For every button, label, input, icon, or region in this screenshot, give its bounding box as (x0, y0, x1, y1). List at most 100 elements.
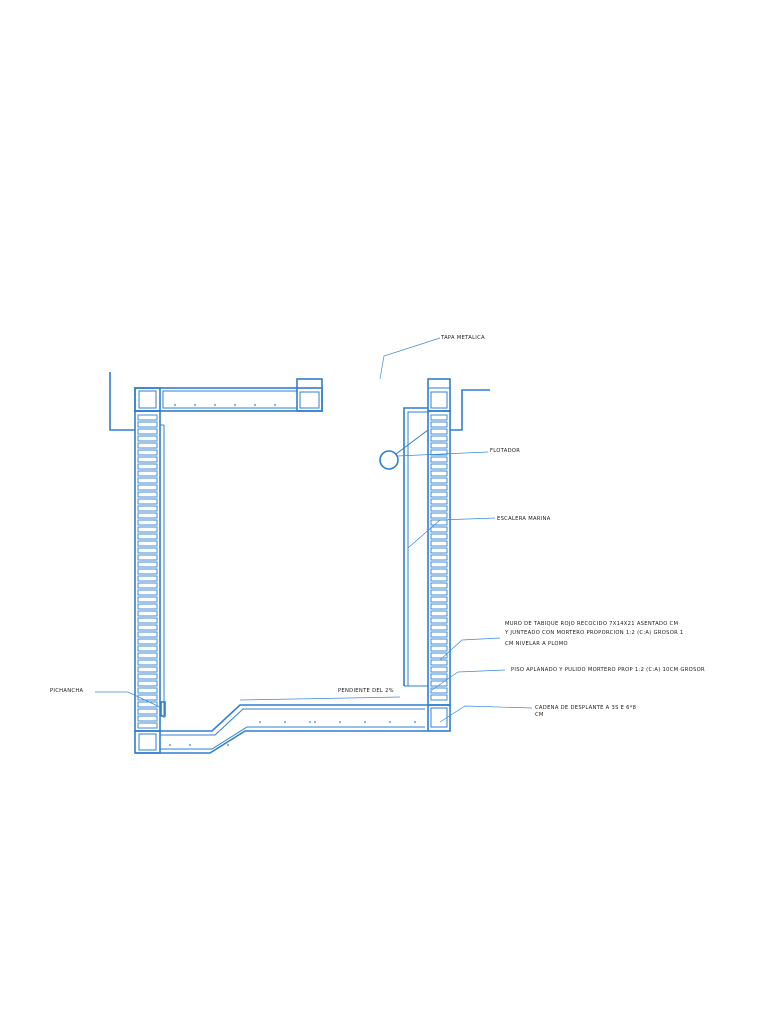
rebar-dot (339, 721, 341, 723)
brick-course (137, 596, 158, 603)
brick-course (430, 659, 448, 666)
brick-course (137, 617, 158, 624)
rebar-dot (284, 721, 286, 723)
brick-course (137, 603, 158, 610)
right-top-corner-column (427, 378, 451, 412)
brick-course (137, 589, 158, 596)
brick-course (137, 526, 158, 533)
brick-course (137, 477, 158, 484)
ground-line-left (109, 372, 135, 431)
brick-course (430, 673, 448, 680)
brick-course (137, 638, 158, 645)
brick-course (137, 687, 158, 694)
brick-course (430, 512, 448, 519)
brick-course (430, 449, 448, 456)
brick-course (137, 519, 158, 526)
brick-course (430, 463, 448, 470)
brick-course (137, 428, 158, 435)
brick-course (430, 421, 448, 428)
brick-course (430, 498, 448, 505)
brick-course (137, 715, 158, 722)
brick-course (430, 519, 448, 526)
brick-course (430, 603, 448, 610)
label-muro-line-3: CM NIVELAR A PLOMO (505, 641, 568, 647)
brick-course (430, 526, 448, 533)
label-muro-line-2: Y JUNTEADO CON MORTERO PROPORCION 1:2 (C… (504, 630, 684, 636)
brick-course (137, 701, 158, 708)
brick-course (430, 477, 448, 484)
floor-rebar-dots (169, 721, 416, 746)
brick-course (137, 456, 158, 463)
brick-course (430, 687, 448, 694)
label-cadena-line-1: CADENA DE DESPLANTE A 3S E 6*8 (535, 705, 636, 711)
brick-course (137, 708, 158, 715)
brick-course (137, 421, 158, 428)
rebar-dot (274, 404, 276, 406)
brick-course (430, 414, 448, 421)
brick-course (137, 694, 158, 701)
rebar-dot (174, 404, 176, 406)
label-cadena-line-2: CM (535, 712, 544, 718)
brick-course (430, 470, 448, 477)
brick-course (430, 547, 448, 554)
brick-course (137, 491, 158, 498)
rebar-dot (227, 744, 229, 746)
brick-course (137, 582, 158, 589)
brick-course (430, 505, 448, 512)
rebar-dot (214, 404, 216, 406)
brick-course (137, 470, 158, 477)
brick-course (430, 428, 448, 435)
brick-course (430, 484, 448, 491)
brick-course (137, 442, 158, 449)
brick-course (137, 498, 158, 505)
rebar-dot (194, 404, 196, 406)
brick-course (430, 491, 448, 498)
brick-course (430, 617, 448, 624)
brick-course (430, 456, 448, 463)
brick-course (137, 645, 158, 652)
brick-course (430, 680, 448, 687)
left-top-corner-column (134, 387, 161, 412)
left-wall-brick-courses (137, 414, 158, 729)
brick-course (137, 624, 158, 631)
label-escalera-marina: ESCALERA MARINA (497, 516, 551, 522)
brick-course (137, 561, 158, 568)
rebar-dot (189, 744, 191, 746)
brick-course (137, 414, 158, 421)
brick-course (430, 554, 448, 561)
brick-course (137, 631, 158, 638)
float-ball (379, 429, 429, 470)
brick-course (137, 575, 158, 582)
label-pichancha: PICHANCHA (50, 688, 84, 694)
ladder (403, 407, 428, 687)
slab-rebar-dots (174, 404, 276, 406)
brick-course (430, 596, 448, 603)
top-slab (134, 378, 323, 412)
rebar-dot (414, 721, 416, 723)
leader-lines (95, 337, 533, 723)
brick-course (430, 561, 448, 568)
brick-course (430, 652, 448, 659)
brick-course (430, 666, 448, 673)
rebar-dot (234, 404, 236, 406)
label-flotador: FLOTADOR (490, 448, 520, 454)
rebar-dot (309, 721, 311, 723)
brick-course (137, 554, 158, 561)
brick-course (430, 435, 448, 442)
brick-course (430, 631, 448, 638)
brick-course (137, 484, 158, 491)
brick-course (430, 645, 448, 652)
brick-course (137, 435, 158, 442)
rebar-dot (364, 721, 366, 723)
rebar-dot (259, 721, 261, 723)
label-muro-line-1: MURO DE TABIQUE ROJO RECOCIDO 7X14X21 AS… (505, 621, 678, 627)
rebar-dot (389, 721, 391, 723)
brick-course (430, 582, 448, 589)
brick-course (137, 610, 158, 617)
brick-course (137, 659, 158, 666)
bottom-left-corner-column (134, 730, 161, 754)
brick-course (137, 568, 158, 575)
brick-course (137, 673, 158, 680)
brick-course (430, 589, 448, 596)
